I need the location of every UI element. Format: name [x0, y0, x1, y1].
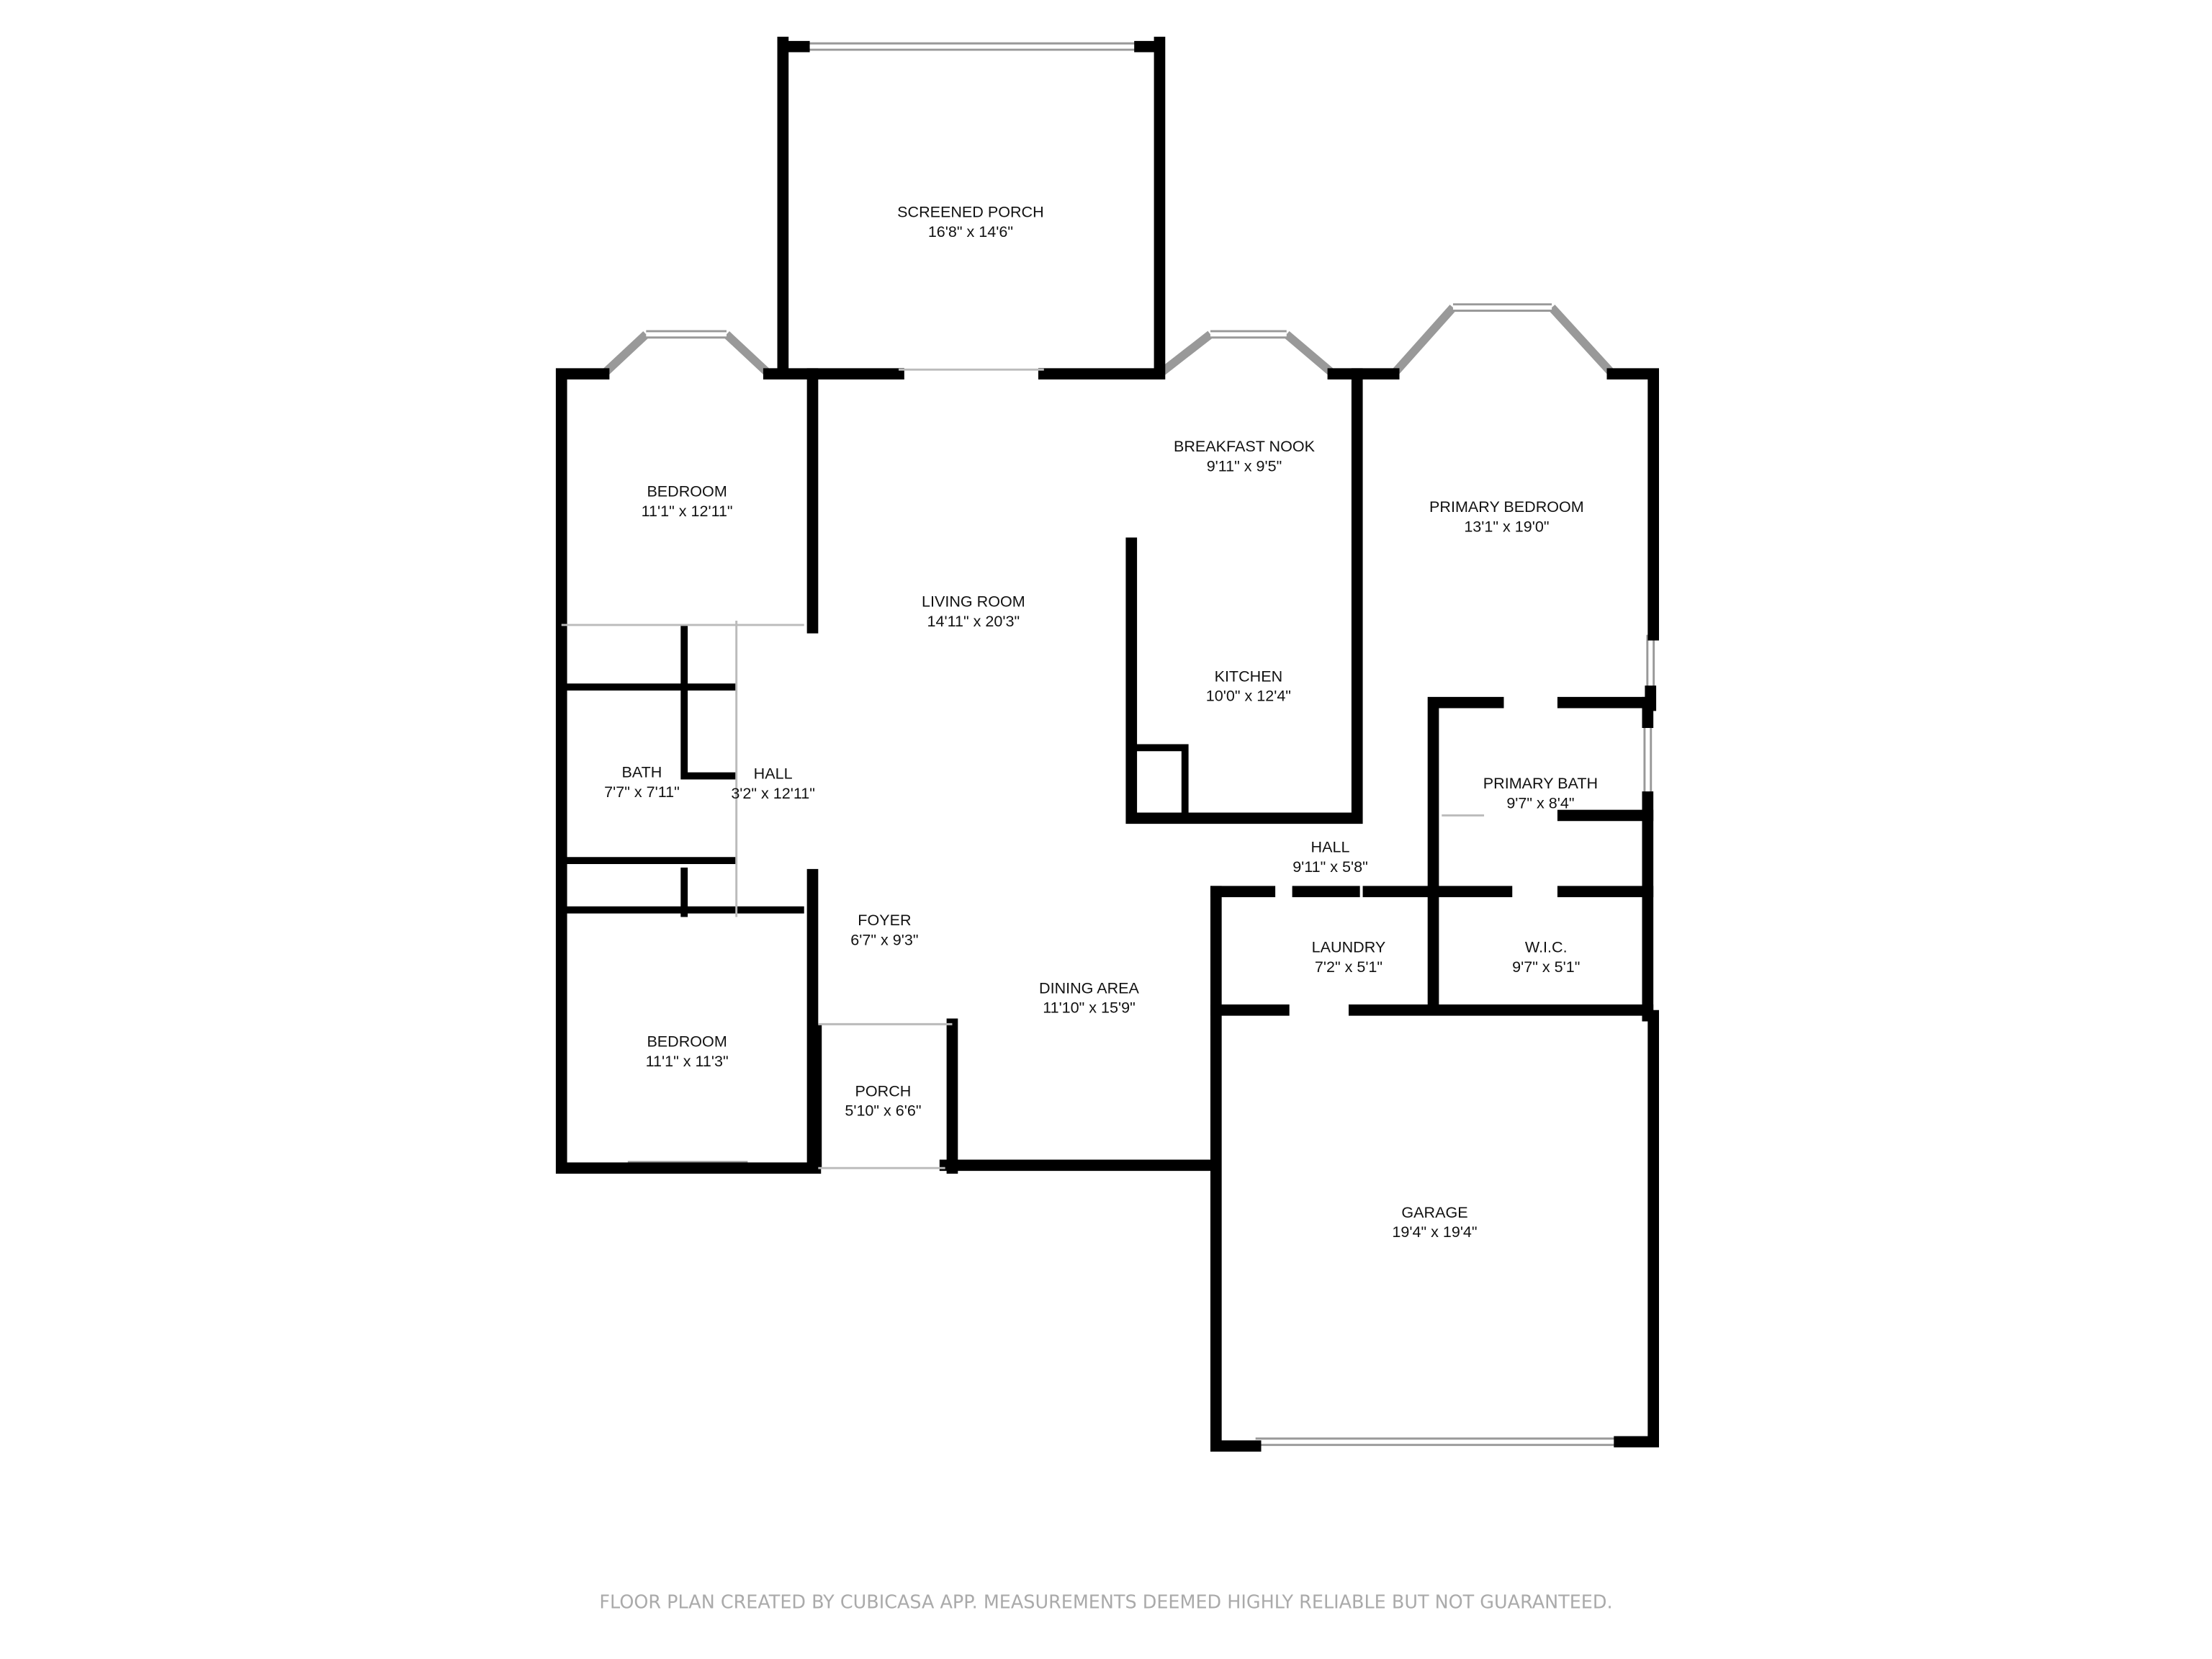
- room-name: BEDROOM: [647, 482, 727, 500]
- walls: [555, 36, 1659, 1452]
- room-size: 11'1" x 12'11": [642, 502, 733, 520]
- room-name: DINING AREA: [1039, 979, 1140, 997]
- room-name: LIVING ROOM: [922, 592, 1025, 610]
- room-name: BATH: [621, 763, 662, 781]
- room-name: HALL: [754, 764, 793, 782]
- room-size: 16'8" x 14'6": [928, 222, 1013, 240]
- room-name: FOYER: [858, 911, 911, 929]
- room-size: 5'10" x 6'6": [845, 1102, 921, 1120]
- room-size: 9'7" x 8'4": [1506, 794, 1574, 812]
- room-size: 9'11" x 9'5": [1207, 457, 1282, 475]
- room-size: 11'10" x 15'9": [1043, 999, 1136, 1017]
- room-name: PRIMARY BATH: [1483, 774, 1598, 792]
- room-name: SCREENED PORCH: [897, 203, 1044, 221]
- room-name: KITCHEN: [1215, 667, 1283, 685]
- room-size: 3'2" x 12'11": [731, 784, 815, 802]
- room-name: PORCH: [855, 1082, 912, 1100]
- room-size: 9'11" x 5'8": [1292, 858, 1368, 876]
- room-size: 19'4" x 19'4": [1392, 1223, 1477, 1241]
- room-size: 10'0" x 12'4": [1206, 687, 1291, 705]
- room-size: 14'11" x 20'3": [927, 612, 1020, 630]
- room-size: 11'1" x 11'3": [646, 1052, 729, 1070]
- room-name: GARAGE: [1401, 1203, 1467, 1221]
- room-name: W.I.C.: [1525, 938, 1568, 956]
- room-name: PRIMARY BEDROOM: [1429, 498, 1584, 516]
- windows: [557, 42, 1655, 1447]
- room-size: 9'7" x 5'1": [1512, 958, 1580, 976]
- room-size: 6'7" x 9'3": [850, 931, 918, 949]
- room-size: 7'7" x 7'11": [604, 783, 680, 801]
- room-size: 7'2" x 5'1": [1315, 958, 1382, 976]
- disclaimer-footer: FLOOR PLAN CREATED BY CUBICASA APP. MEAS…: [599, 1591, 1612, 1613]
- room-name: LAUNDRY: [1312, 938, 1386, 956]
- room-name: BREAKFAST NOOK: [1174, 437, 1316, 455]
- room-name: BEDROOM: [647, 1033, 727, 1051]
- room-name: HALL: [1311, 837, 1350, 855]
- room-labels: SCREENED PORCH 16'8" x 14'6" BREAKFAST N…: [604, 203, 1598, 1241]
- room-size: 13'1" x 19'0": [1464, 518, 1549, 536]
